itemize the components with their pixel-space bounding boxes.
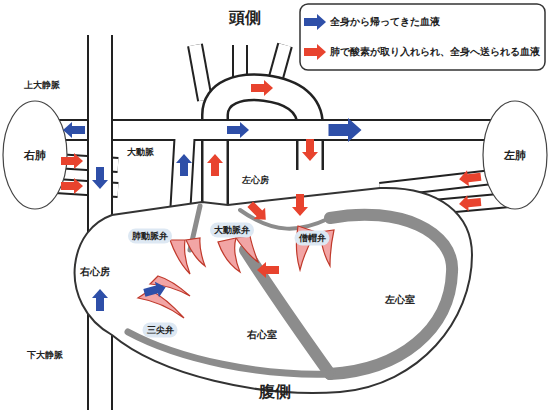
ventricle-wall (128, 332, 330, 374)
part-label: 左心室 (385, 293, 415, 307)
flow-arrow (142, 279, 167, 300)
heart-walls (128, 206, 452, 374)
valve-leaflet (186, 238, 205, 266)
part-label: 上大静脈 (24, 79, 60, 92)
legend-text: 肺で酸素が取り入れられ、全身へ送られる血液 (330, 46, 540, 57)
flow-arrow (176, 154, 192, 176)
flow-arrow (292, 194, 308, 216)
valve-leaflet (218, 238, 240, 272)
flow-arrow (207, 154, 223, 176)
part-label: 左心房 (242, 174, 269, 187)
lung-label: 左肺 (504, 148, 526, 163)
flow-arrow (92, 289, 108, 311)
valve-leaflet (170, 240, 190, 274)
legend-box (300, 4, 545, 70)
flow-arrow (245, 199, 272, 226)
valve-label: 大動脈弁 (210, 223, 254, 238)
vessel-outline (195, 45, 205, 100)
red-arrows (61, 80, 482, 278)
ventricle-wall (330, 215, 452, 374)
valve-label: 三尖弁 (143, 323, 178, 338)
lung-outline (3, 101, 67, 209)
vessel-fill (89, 32, 111, 235)
flow-arrow (92, 167, 108, 189)
flow-arrow (458, 169, 482, 188)
flow-arrow (61, 153, 83, 169)
valve-leaflet (236, 236, 258, 262)
vessel-fill (195, 45, 205, 100)
flow-arrow (458, 194, 481, 212)
flow-arrow (302, 139, 318, 161)
orientation-label: 腹側 (259, 382, 291, 403)
legend-entry: 全身から帰ってきた血液 (330, 15, 440, 29)
lung-label: 右肺 (24, 148, 46, 163)
legend-arrow (304, 44, 326, 60)
legend-arrow (304, 14, 326, 30)
valve-label: 肺動脈弁 (128, 229, 172, 244)
part-label: 右心室 (247, 328, 277, 342)
part-label: 大動脈 (127, 146, 154, 159)
part-label: 下大静脈 (27, 349, 63, 362)
part-label: 右心房 (80, 265, 110, 279)
orientation-label: 頭側 (229, 8, 261, 29)
legend-entry: 肺で酸素が取り入れられ、全身へ送られる血液 (330, 45, 540, 59)
lung-outline (483, 101, 547, 209)
blue-arrows (63, 118, 362, 311)
flow-arrow (257, 262, 279, 278)
flow-arrow (227, 122, 249, 138)
lung-node: 左肺 (482, 100, 548, 210)
flow-arrow (63, 122, 85, 138)
flow-arrow (329, 118, 362, 142)
legend-text: 全身から帰ってきた血液 (330, 16, 440, 27)
heart-outline (75, 188, 472, 393)
lung-node: 右肺 (2, 100, 68, 210)
flow-arrow (251, 80, 273, 96)
flow-arrow (61, 178, 83, 194)
valve-label: 僧帽弁 (295, 231, 330, 246)
septum (245, 250, 330, 374)
